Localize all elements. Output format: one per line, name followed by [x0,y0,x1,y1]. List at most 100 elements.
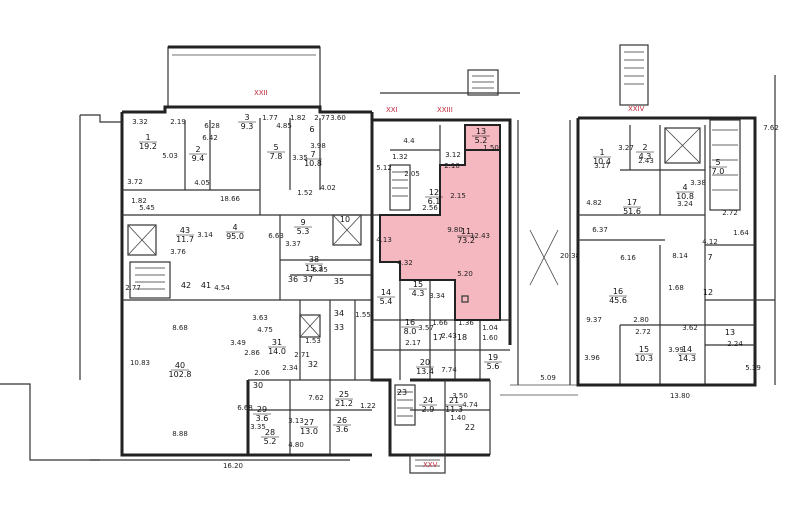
dimension-label: 1.64 [733,229,749,237]
dimension-label: 2.86 [244,349,260,357]
room-number: 22 [465,423,475,432]
room-area: 7.0 [712,167,725,176]
dimension-label: 4.13 [376,236,392,244]
dimension-label: 8.88 [172,430,188,438]
room-area: 10.8 [676,192,694,201]
dimension-label: 4.82 [586,199,602,207]
room-number: 15 [413,280,423,289]
room-number: 17 [627,198,637,207]
room-number: 25 [339,390,349,399]
section-label: XXIV [628,105,645,113]
room-area: 51.6 [623,207,641,216]
dimension-label: 1.82 [131,197,147,205]
dimension-label: 13.80 [670,392,690,400]
dimension-label: 1.60 [482,334,498,342]
room-area: 9.3 [241,122,254,131]
room-number: 23 [397,388,407,397]
room-area: 4.3 [639,152,652,161]
dimension-label: 7.62 [308,394,324,402]
room-number: 9 [300,218,305,227]
room-number: 4 [682,183,687,192]
room-number: 10 [340,215,350,224]
room-number: 15 [639,345,649,354]
dimension-label: 3.38 [690,179,706,187]
room-area: 11.7 [176,235,194,244]
room-area: 19.2 [139,142,157,151]
dimension-label: 5.03 [162,152,178,160]
room-number: 37 [303,275,313,284]
dimension-label: 4.05 [194,179,210,187]
dimension-label: 2.15 [450,192,466,200]
dimension-label: 2.06 [254,369,270,377]
dimension-label: 4.32 [397,259,413,267]
dimension-label: 3.13 [288,417,304,425]
room-area: 10.3 [635,354,653,363]
dimension-label: 3.50 [452,392,468,400]
room-area: 95.0 [226,232,244,241]
dimension-label: 4.75 [257,326,273,334]
room-area: 3.6 [256,414,269,423]
dimension-label: 3.57 [418,324,434,332]
section-label: XXI [386,106,398,114]
dimension-label: 6.37 [592,226,608,234]
room-area: 2.9 [422,405,435,414]
dimension-label: 8.14 [672,252,688,260]
room-number: 12 [429,188,439,197]
room-area: 5.3 [297,227,310,236]
dimension-label: 3.14 [197,231,213,239]
dimension-label: 2.05 [404,170,420,178]
dimension-label: 1.40 [450,414,466,422]
room-number: 3 [244,113,249,122]
dimension-label: 5.45 [139,204,155,212]
section-label: XXII [254,89,268,97]
dimension-label: 2.72 [635,328,651,336]
dimension-label: 2.10 [444,162,460,170]
room-number: 24 [423,396,433,405]
room-area: 3.6 [336,425,349,434]
room-area: 11.3 [445,405,463,414]
dimension-label: 3.12 [445,151,461,159]
room-area: 5.6 [487,362,500,371]
room-number: 34 [334,309,344,318]
dimension-label: 18.66 [220,195,241,203]
dimension-label: 5.09 [540,374,556,382]
room-number: 13 [725,328,735,337]
room-number: 32 [308,360,318,369]
highlighted-room-13[interactable] [464,124,501,151]
room-area: 13.4 [416,367,434,376]
dimension-label: 6.85 [312,266,328,274]
dimension-label: 1.82 [290,114,306,122]
room-area: 102.8 [169,370,192,379]
dimension-label: 3.98 [310,142,326,150]
dimension-label: 3.60 [330,114,346,122]
room-number: 30 [253,381,263,390]
room-area: 10.8 [304,159,322,168]
room-number: 27 [304,418,314,427]
room-number: 7 [310,150,315,159]
dimension-label: 4.12 [702,238,718,246]
room-number: 29 [257,405,267,414]
dimension-label: 5.39 [745,364,761,372]
dimension-label: 1.36 [458,319,474,327]
room-number: 18 [457,333,467,342]
dimension-label: 3.72 [127,178,143,186]
room-area: 15.3 [305,264,323,273]
room-number: 12 [703,288,713,297]
room-number: 1 [599,148,604,157]
dimension-label: 4.80 [288,441,304,449]
dimension-label: 3.35 [292,154,308,162]
dimension-label: 3.99 [668,346,684,354]
room-number: 21 [449,396,459,405]
room-number: 20 [420,358,430,367]
room-number: 2 [195,145,200,154]
room-number: 40 [175,361,185,370]
highlighted-room-11[interactable] [379,124,501,321]
room-number: 16 [613,287,623,296]
room-area: 21.2 [335,399,353,408]
room-number: 35 [334,277,344,286]
room-number: 19 [488,353,498,362]
room-area: 45.6 [609,296,627,305]
